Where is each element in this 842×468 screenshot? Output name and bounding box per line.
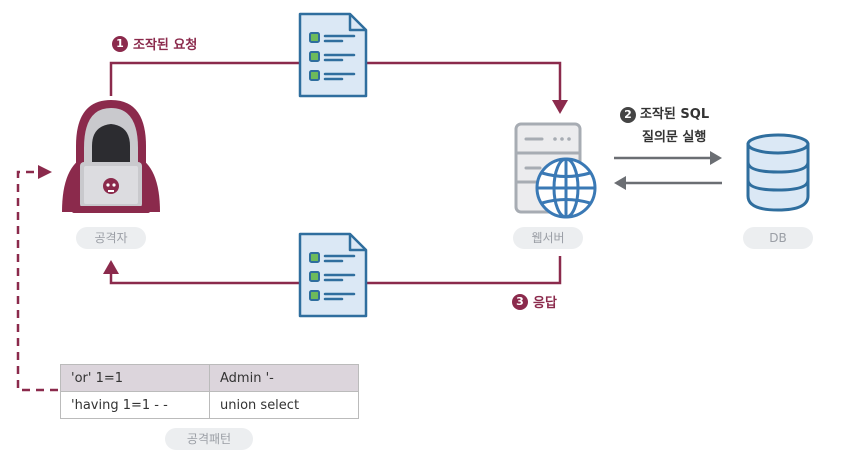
web-server-icon bbox=[514, 122, 597, 219]
table-cell: union select bbox=[209, 391, 359, 419]
table-row: 'or' 1=1 Admin '- bbox=[60, 364, 359, 392]
pattern-feedback-line bbox=[16, 170, 58, 392]
attack-patterns-label: 공격패턴 bbox=[165, 428, 253, 450]
request-arrowhead bbox=[552, 100, 568, 114]
step3-number: 3 bbox=[512, 293, 528, 310]
step2-label: 2 조작된 SQL 질의문 실행 bbox=[620, 106, 709, 147]
response-document-icon bbox=[298, 232, 368, 318]
attack-patterns-table: 'or' 1=1 Admin '- 'having 1=1 - - union … bbox=[60, 364, 359, 419]
step2-line2: 질의문 실행 bbox=[642, 130, 707, 145]
step1-label: 1 조작된 요청 bbox=[112, 34, 197, 53]
table-cell: 'having 1=1 - - bbox=[60, 391, 210, 419]
step2-number: 2 bbox=[620, 106, 636, 123]
step1-text: 조작된 요청 bbox=[133, 38, 198, 53]
query-arrowhead bbox=[710, 151, 722, 165]
step3-label: 3 응답 bbox=[512, 292, 557, 311]
table-cell: 'or' 1=1 bbox=[60, 364, 210, 392]
table-cell: Admin '- bbox=[209, 364, 359, 392]
pattern-feedback-arrowhead bbox=[38, 165, 52, 179]
request-document-icon bbox=[298, 12, 368, 98]
step3-text: 응답 bbox=[533, 296, 557, 311]
step2-line1: 조작된 SQL bbox=[640, 107, 710, 122]
hacker-icon bbox=[62, 100, 160, 213]
attacker-label: 공격자 bbox=[76, 227, 146, 249]
response-arrowhead bbox=[103, 260, 119, 274]
table-row: 'having 1=1 - - union select bbox=[60, 391, 359, 419]
database-icon bbox=[746, 133, 810, 212]
webserver-label: 웹서버 bbox=[513, 227, 583, 249]
step1-number: 1 bbox=[112, 35, 128, 52]
db-label: DB bbox=[743, 227, 813, 249]
result-arrowhead bbox=[614, 176, 626, 190]
